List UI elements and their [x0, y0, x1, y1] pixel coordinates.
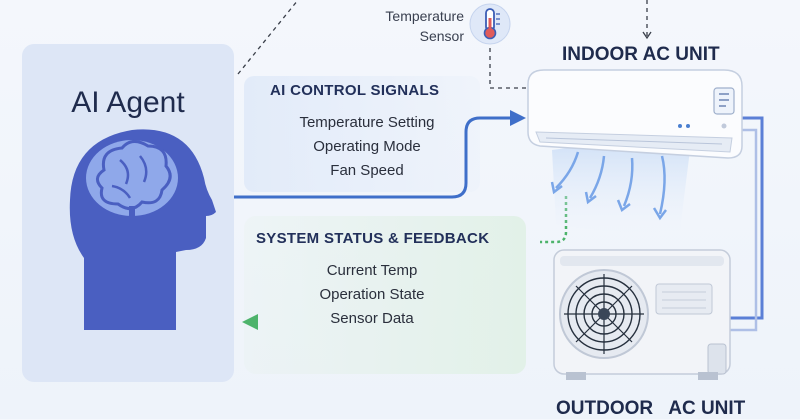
feedback-title: SYSTEM STATUS & FEEDBACK [256, 230, 490, 247]
feedback-item: Sensor Data [330, 310, 414, 327]
control-signal-arrow [234, 110, 526, 199]
sensor-label-line2: Sensor [419, 28, 464, 44]
indoor-ac-unit-icon [527, 69, 743, 159]
control-signals-title: AI CONTROL SIGNALS [270, 82, 440, 99]
control-signals-panel [244, 76, 480, 192]
thermometer-icon [469, 3, 511, 45]
sensor-label-line1: Temperature [385, 8, 464, 24]
airflow-icon [550, 145, 690, 232]
refrigerant-pipes [730, 116, 764, 332]
control-item: Temperature Setting [299, 114, 435, 131]
feedback-item: Operation State [319, 286, 425, 303]
control-item: Fan Speed [330, 162, 404, 179]
dashed-connector-left [237, 0, 299, 75]
feedback-arrow [242, 196, 568, 330]
indoor-unit-label: INDOOR AC UNIT [562, 44, 720, 65]
outdoor-ac-unit-icon [553, 249, 731, 380]
feedback-panel [244, 216, 526, 374]
outdoor-unit-label: OUTDOOR AC UNIT [556, 398, 746, 419]
dashed-connector-top [642, 0, 652, 40]
control-item: Operating Mode [313, 138, 421, 155]
ai-agent-title: AI Agent [71, 86, 185, 119]
brain-head-icon [69, 129, 217, 330]
feedback-item: Current Temp [326, 262, 418, 279]
